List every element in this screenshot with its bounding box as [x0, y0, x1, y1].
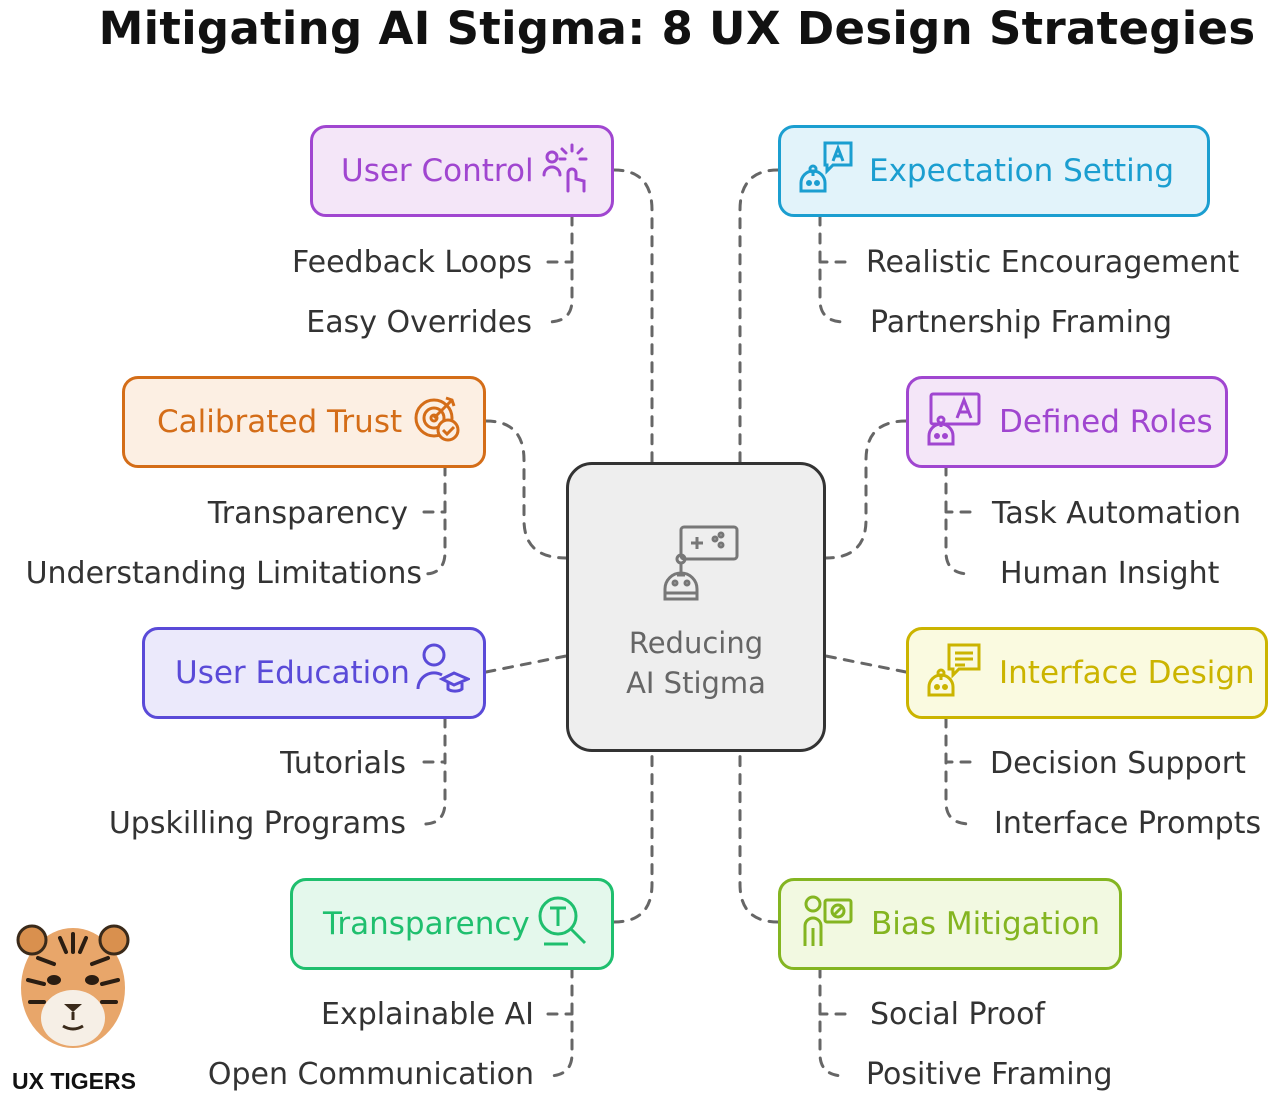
user-gesture-icon — [542, 141, 590, 201]
sub-item: Tutorials — [280, 746, 406, 781]
node-bias-mitigation: Bias Mitigation — [778, 878, 1122, 970]
sub-item: Transparency — [207, 496, 408, 531]
node-label: Bias Mitigation — [871, 906, 1101, 942]
node-transparency: Transparency — [290, 878, 614, 970]
node-user-education: User Education — [142, 627, 486, 719]
robot-gamepad-icon — [655, 523, 743, 614]
magnifier-icon — [536, 892, 590, 956]
sub-item: Explainable AI — [321, 997, 534, 1032]
center-node: Reducing AI Stigma — [566, 462, 826, 752]
node-calibrated-trust: Calibrated Trust — [122, 376, 486, 468]
sub-item: Feedback Loops — [292, 245, 532, 280]
graduate-user-icon — [416, 641, 472, 705]
center-label-line1: Reducing — [628, 626, 764, 660]
node-defined-roles: Defined Roles — [906, 376, 1228, 468]
person-no-icon — [799, 892, 855, 956]
page-title: Mitigating AI Stigma: 8 UX Design Strate… — [98, 2, 1256, 55]
tiger-logo-icon — [8, 924, 138, 1062]
sub-item: Upskilling Programs — [108, 806, 406, 841]
node-label: Calibrated Trust — [157, 404, 403, 440]
robot-speech-icon — [799, 139, 855, 203]
brand-name: UX TIGERS — [12, 1068, 136, 1094]
node-label: Transparency — [323, 906, 530, 942]
node-label: Defined Roles — [999, 404, 1213, 440]
robot-letter-icon — [927, 390, 983, 454]
node-label: User Control — [341, 153, 534, 189]
node-label: Interface Design — [999, 655, 1255, 691]
brand-logo: UX TIGERS — [8, 918, 138, 1094]
node-interface-design: Interface Design — [906, 627, 1268, 719]
sub-item: Open Communication — [207, 1057, 534, 1092]
node-expectation-setting: Expectation Setting — [778, 125, 1210, 217]
sub-item: Interface Prompts — [994, 806, 1262, 841]
sub-item: Social Proof — [870, 997, 1045, 1032]
sub-item: Positive Framing — [866, 1057, 1113, 1092]
sub-item: Task Automation — [992, 496, 1242, 531]
target-check-icon — [412, 392, 464, 452]
sub-item: Human Insight — [1000, 556, 1220, 591]
sub-item: Understanding Limitations — [25, 556, 422, 591]
sub-item: Partnership Framing — [870, 305, 1172, 340]
robot-chat-icon — [927, 641, 983, 705]
node-user-control: User Control — [310, 125, 614, 217]
node-label: User Education — [175, 655, 410, 691]
sub-item: Realistic Encouragement — [866, 245, 1240, 280]
center-label-line2: AI Stigma — [626, 666, 766, 700]
sub-item: Decision Support — [990, 746, 1246, 781]
sub-item: Easy Overrides — [306, 305, 532, 340]
node-label: Expectation Setting — [869, 153, 1175, 189]
